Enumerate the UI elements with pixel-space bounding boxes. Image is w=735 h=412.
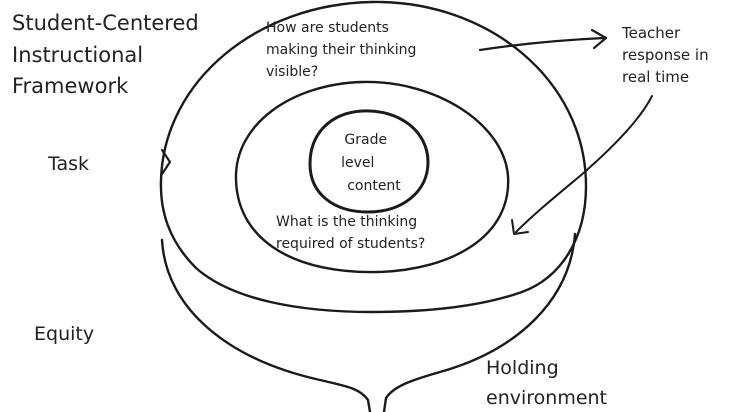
- holding-environment-line-1: Holding: [486, 357, 559, 379]
- holding-environment-line-2: environment: [486, 387, 607, 409]
- inner-circle: [308, 109, 430, 214]
- teacher-response-label: Teacher response in real time: [621, 24, 713, 86]
- teacher-response-line-1: Teacher: [621, 24, 681, 42]
- center-line-1: Grade: [344, 132, 387, 148]
- middle-question-line-1: What is the thinking: [276, 214, 417, 230]
- center-line-2: level: [341, 155, 374, 171]
- title-line-1: Student-Centered: [12, 11, 199, 35]
- title-line-2: Instructional: [12, 43, 143, 67]
- teacher-response-line-2: response in: [622, 46, 709, 64]
- center-content-label: Grade level content: [341, 132, 401, 194]
- equity-label: Equity: [34, 323, 94, 345]
- outer-circle-question: How are students making their thinking v…: [266, 20, 421, 80]
- holding-environment-arc-right: [382, 232, 577, 412]
- middle-question-line-2: required of students?: [276, 236, 425, 252]
- task-label: Task: [47, 153, 89, 175]
- outer-question-line-3: visible?: [266, 64, 318, 80]
- task-pointer-mark: [160, 148, 172, 176]
- diagram-title: Student-Centered Instructional Framework: [12, 11, 205, 98]
- arrow-to-teacher-response: [478, 36, 606, 52]
- arrow-to-middle-circle: [515, 95, 653, 233]
- holding-environment-arc: [160, 238, 372, 412]
- outer-question-line-1: How are students: [266, 20, 389, 36]
- middle-circle: [234, 80, 510, 274]
- outer-circle: [159, 0, 588, 314]
- holding-environment-label: Holding environment: [486, 357, 607, 409]
- title-line-3: Framework: [12, 74, 129, 98]
- arrow-head-middle: [511, 219, 529, 235]
- arrow-head-teacher: [590, 28, 608, 50]
- teacher-response-line-3: real time: [622, 68, 689, 86]
- middle-circle-question: What is the thinking required of student…: [276, 214, 425, 252]
- center-line-3: content: [347, 178, 401, 194]
- outer-question-line-2: making their thinking: [266, 42, 416, 58]
